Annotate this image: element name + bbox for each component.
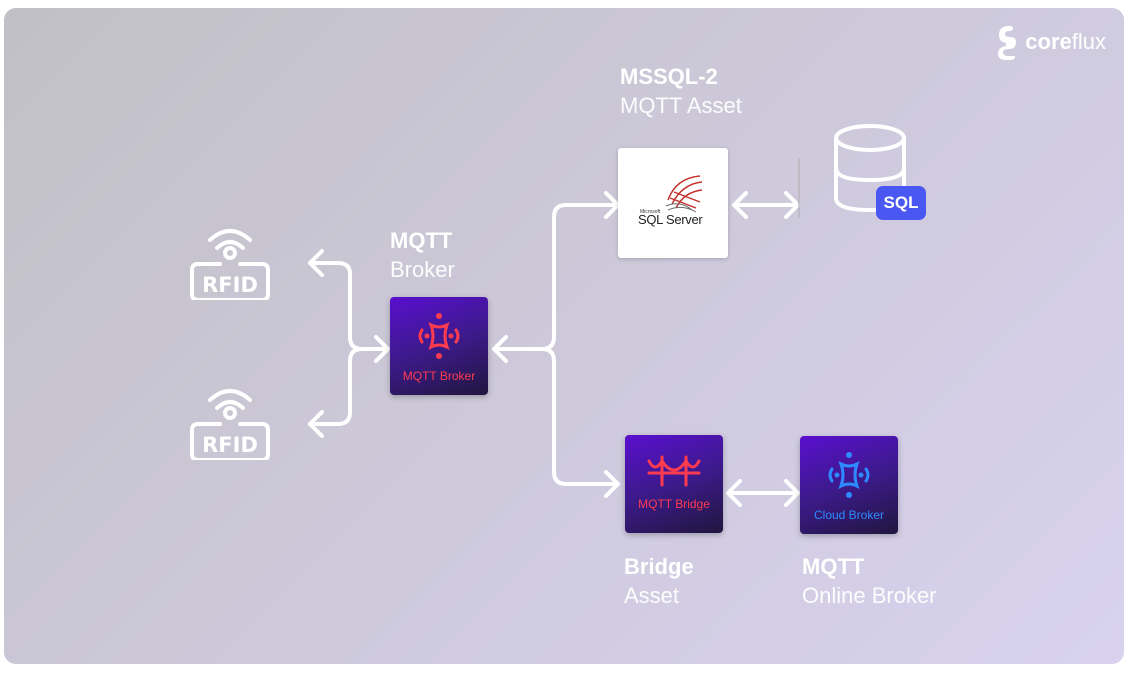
bridge-in-arrowhead bbox=[604, 470, 620, 498]
diagram-canvas: coreflux RFID RFID MQTT Broker bbox=[4, 8, 1124, 664]
rfid-icon: RFID bbox=[190, 389, 270, 460]
cloud-broker-title-sub: Online Broker bbox=[802, 583, 937, 608]
connector-lines bbox=[308, 158, 800, 507]
broker-title-main: MQTT bbox=[390, 228, 453, 253]
mqtt-bridge-tile[interactable]: MQTT Bridge bbox=[625, 435, 723, 533]
rfid-top-arrowhead bbox=[308, 249, 324, 277]
broker-to-bridge-connector bbox=[492, 347, 620, 486]
sql-server-logo-text: SQL Server bbox=[638, 212, 703, 227]
broker-in-arrowhead bbox=[374, 335, 390, 363]
mqtt-broker-tile-label: MQTT Broker bbox=[402, 369, 476, 383]
mssql-asset-tile[interactable]: Microsoft SQL Server bbox=[618, 148, 728, 258]
bridge-title-main: Bridge bbox=[624, 554, 694, 579]
cloud-broker-title: MQTT Online Broker bbox=[802, 552, 937, 610]
broker-title: MQTT Broker bbox=[390, 226, 455, 284]
mssql-title: MSSQL-2 MQTT Asset bbox=[620, 62, 742, 120]
cloud-broker-title-main: MQTT bbox=[802, 554, 865, 579]
sql-server-small-text: Microsoft bbox=[640, 209, 661, 215]
bridge-icon bbox=[647, 455, 701, 487]
bridge-title: Bridge Asset bbox=[624, 552, 694, 610]
bridge-title-sub: Asset bbox=[624, 583, 680, 608]
rfid-label: RFID bbox=[202, 273, 258, 297]
broker-title-sub: Broker bbox=[390, 257, 455, 282]
cloud-broker-tile-label: Cloud Broker bbox=[813, 508, 885, 522]
mqtt-broker-tile[interactable]: MQTT Broker bbox=[390, 297, 488, 395]
broker-out-arrowhead bbox=[492, 335, 508, 363]
coreflux-logo: coreflux bbox=[995, 22, 1106, 62]
mssql-title-sub: MQTT Asset bbox=[620, 93, 742, 118]
sql-badge: SQL bbox=[876, 186, 926, 220]
rfid-label: RFID bbox=[202, 433, 258, 457]
sql-server-icon bbox=[665, 175, 703, 213]
broker-icon bbox=[418, 313, 460, 359]
cloud-broker-tile[interactable]: Cloud Broker bbox=[800, 436, 898, 534]
logo-suffix: flux bbox=[1071, 29, 1106, 54]
rfid-bottom-arrowhead bbox=[308, 410, 324, 438]
mqtt-bridge-tile-label: MQTT Bridge bbox=[638, 497, 710, 511]
coreflux-logo-icon bbox=[998, 26, 1017, 60]
broker-to-sql-connector bbox=[492, 203, 620, 351]
rfid-bottom-connector bbox=[308, 347, 388, 426]
rfid-icon: RFID bbox=[190, 229, 270, 300]
broker-icon bbox=[828, 452, 870, 498]
mssql-title-main: MSSQL-2 bbox=[620, 64, 718, 89]
logo-prefix: core bbox=[1025, 29, 1072, 54]
